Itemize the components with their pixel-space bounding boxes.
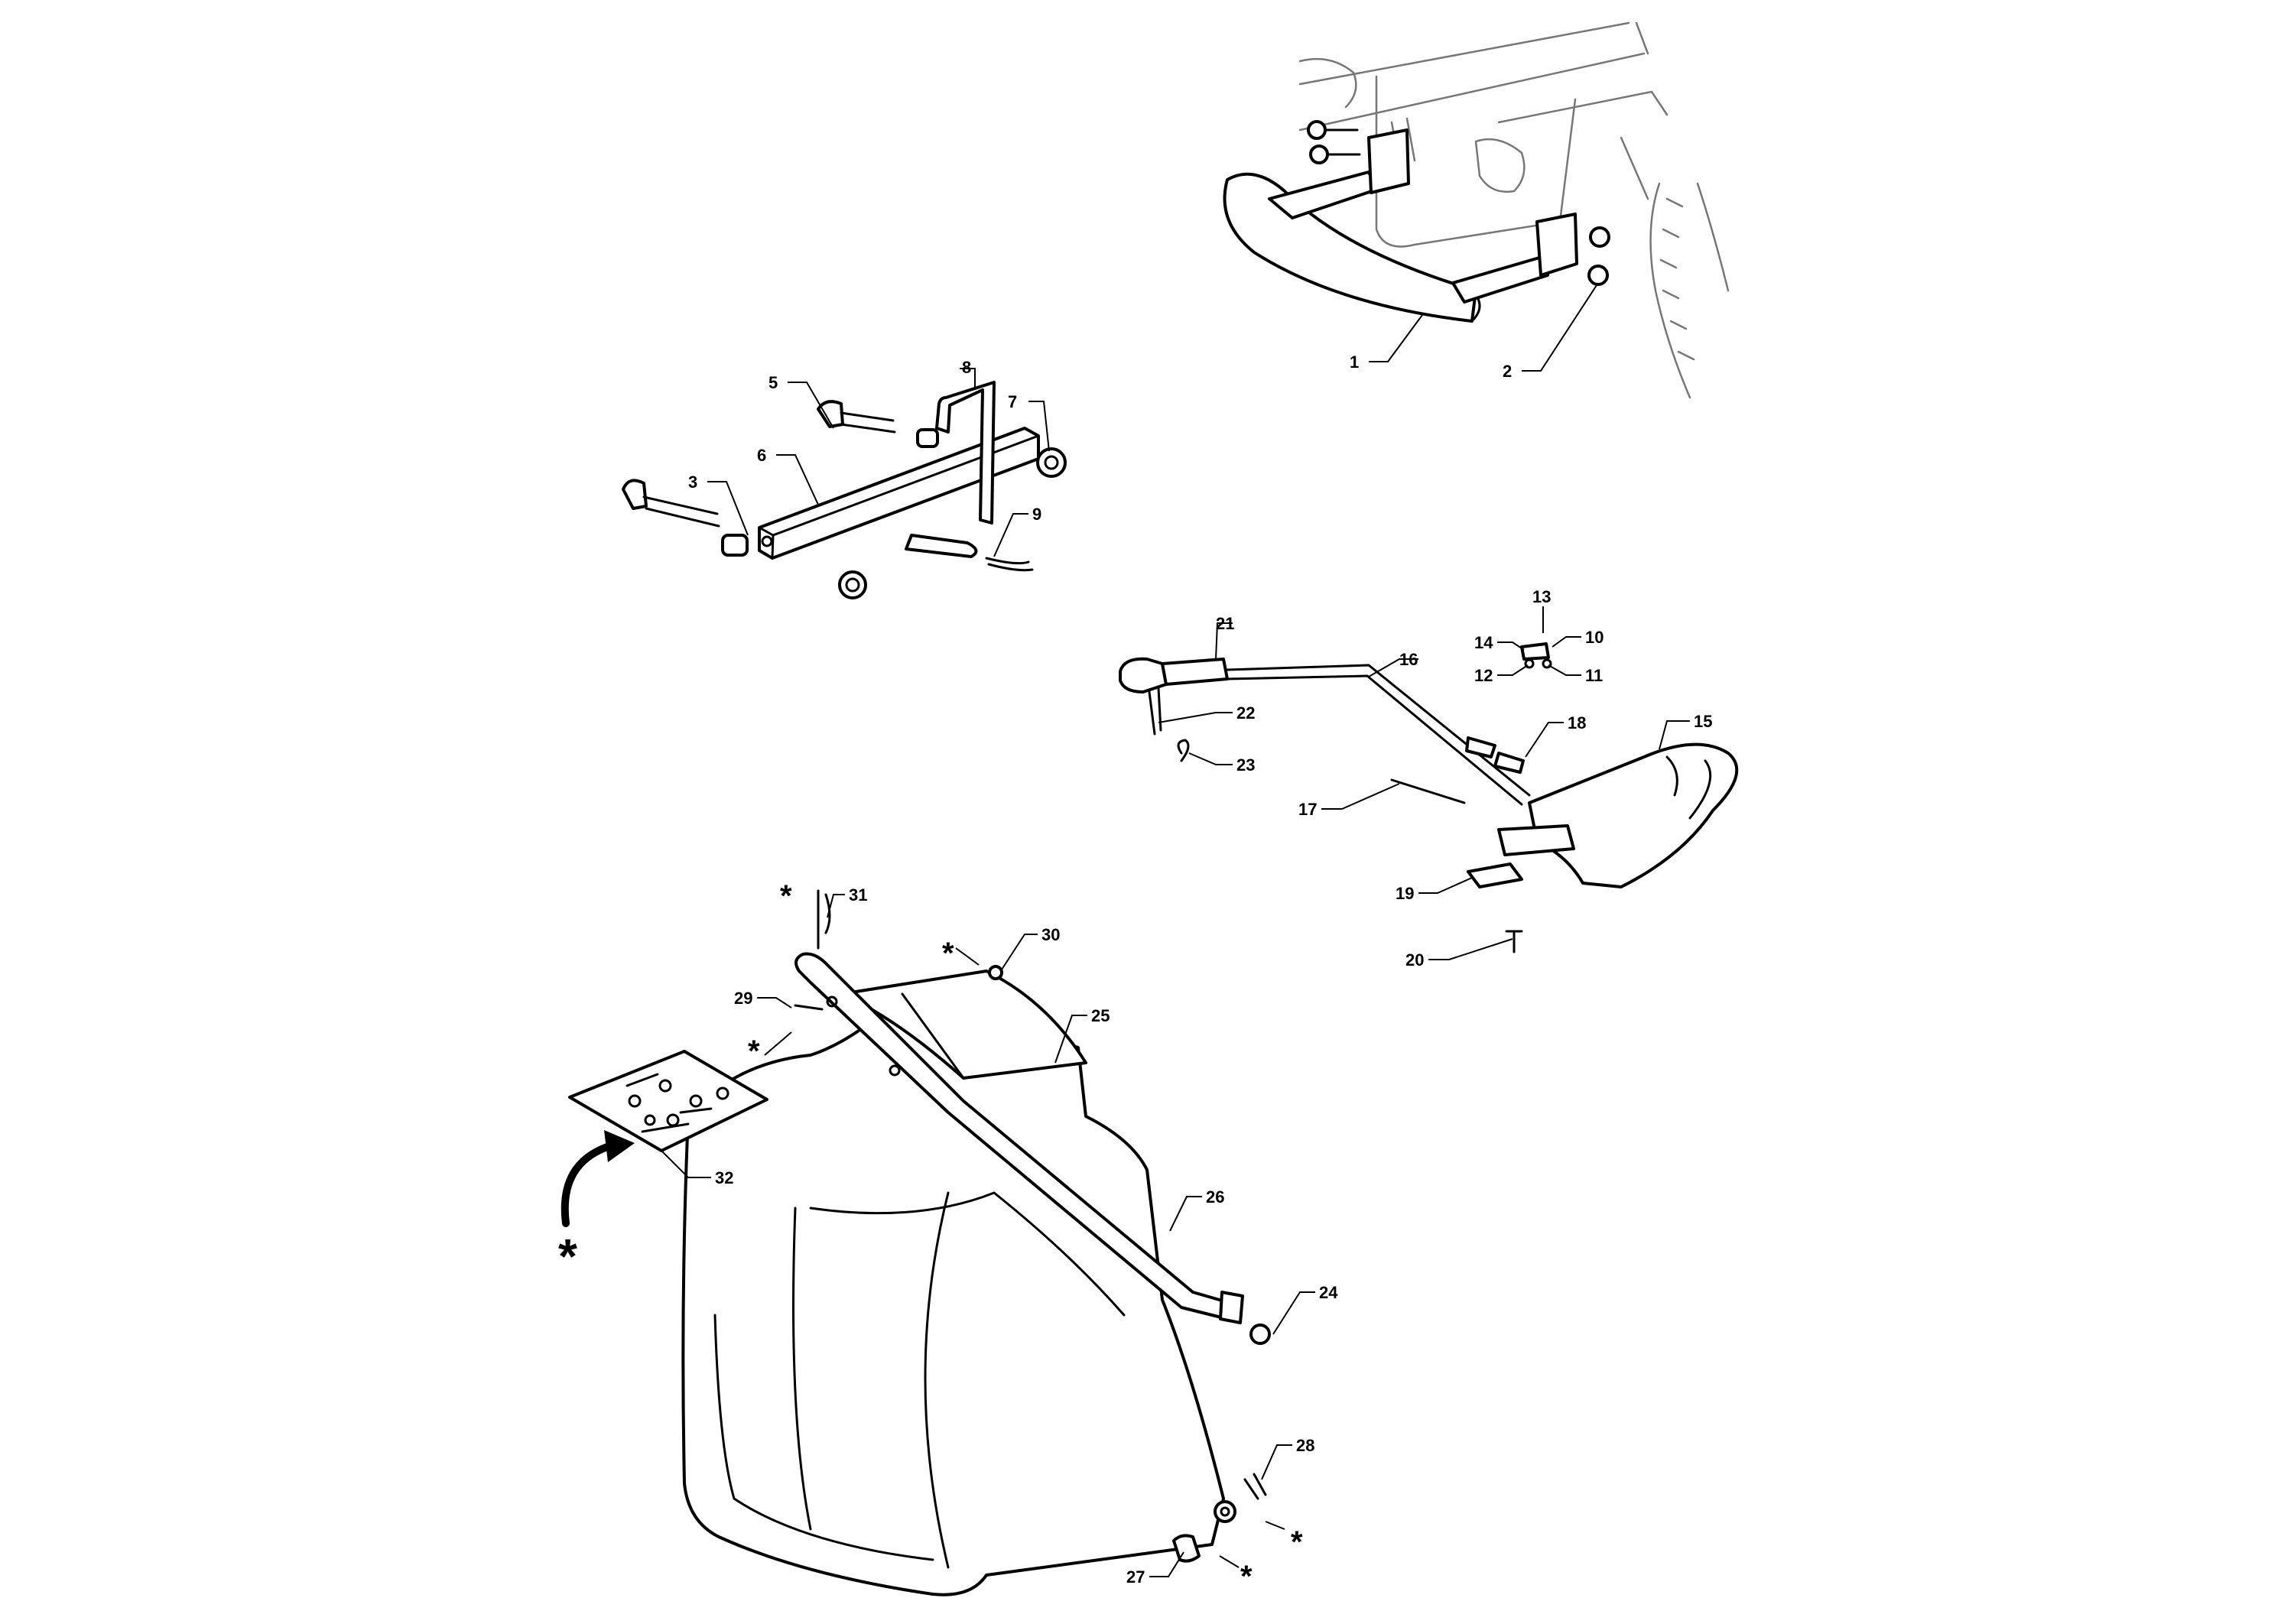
asterisk-29: * <box>748 1034 760 1068</box>
callout-6: 6 <box>757 446 766 465</box>
callout-labels: 1 2 3 5 6 7 8 9 10 11 12 13 14 15 16 17 … <box>688 352 1712 1587</box>
asterisk-28: * <box>1291 1525 1303 1559</box>
callout-11: 11 <box>1585 666 1603 685</box>
callout-29: 29 <box>734 989 752 1008</box>
callout-25: 25 <box>1091 1006 1110 1025</box>
callout-17: 17 <box>1298 800 1317 819</box>
asterisk-30: * <box>942 937 954 970</box>
callout-2: 2 <box>1503 362 1512 381</box>
front-bumper <box>1223 128 1578 323</box>
callout-1: 1 <box>1350 352 1359 372</box>
callout-12: 12 <box>1474 666 1493 685</box>
callout-19: 19 <box>1396 884 1414 903</box>
grass-catcher <box>681 889 1271 1596</box>
bumper-bolts <box>1307 120 1610 286</box>
callout-28: 28 <box>1296 1436 1314 1455</box>
asterisk-27: * <box>1240 1560 1253 1593</box>
hitch-assembly <box>622 381 1067 599</box>
callout-15: 15 <box>1694 712 1712 731</box>
bag-arrow <box>561 1130 635 1227</box>
callout-leaders <box>661 282 1690 1577</box>
callout-7: 7 <box>1008 392 1017 411</box>
callout-30: 30 <box>1041 925 1060 944</box>
callout-14: 14 <box>1474 633 1493 652</box>
asterisk-31: * <box>780 879 792 913</box>
callout-10: 10 <box>1585 628 1604 647</box>
callout-31: 31 <box>849 885 867 905</box>
callout-8: 8 <box>962 358 971 377</box>
asterisk-bag: * <box>558 1229 577 1284</box>
callout-26: 26 <box>1206 1187 1224 1207</box>
callout-16: 16 <box>1399 650 1418 669</box>
callout-24: 24 <box>1319 1283 1338 1302</box>
callout-27: 27 <box>1126 1567 1145 1587</box>
hardware-bag <box>568 1050 768 1152</box>
asterisk-markers: * * * * * * <box>558 879 1303 1593</box>
handle-lever-assembly <box>1119 642 1739 953</box>
tractor-frame-outline <box>1298 21 1730 399</box>
callout-9: 9 <box>1032 505 1041 524</box>
callout-23: 23 <box>1236 755 1255 775</box>
callout-20: 20 <box>1405 950 1424 970</box>
callout-22: 22 <box>1236 703 1255 723</box>
callout-3: 3 <box>688 473 697 492</box>
callout-13: 13 <box>1532 587 1551 606</box>
callout-32: 32 <box>715 1168 733 1187</box>
callout-21: 21 <box>1216 614 1234 633</box>
callout-18: 18 <box>1568 713 1586 732</box>
callout-5: 5 <box>768 373 778 392</box>
